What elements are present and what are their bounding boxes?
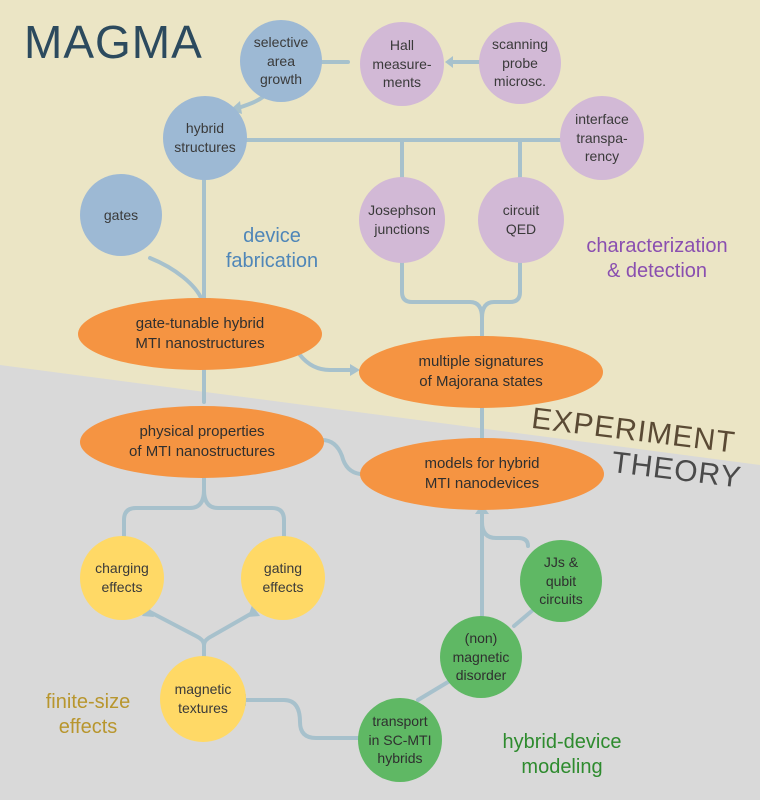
models-hybrid-node: models for hybrid MTI nanodevices bbox=[360, 438, 604, 510]
arrowhead-hall bbox=[445, 56, 453, 68]
arrow-fabrication-to-signatures bbox=[298, 353, 354, 372]
circuit-qed-node: circuit QED bbox=[478, 177, 564, 263]
scanning-probe-node: scanning probe microsc. bbox=[479, 22, 561, 104]
arrow-charging-to-properties bbox=[122, 468, 206, 540]
hybrid-structures-node: hybrid structures bbox=[163, 96, 247, 180]
arrow-jjs-to-models bbox=[480, 520, 530, 548]
multiple-signatures-node: multiple signatures of Majorana states bbox=[359, 336, 603, 408]
magnetic-disorder-node: (non) magnetic disorder bbox=[440, 616, 522, 698]
finite-size-label: finite-size effects bbox=[45, 691, 131, 738]
hybrid-modeling-label: hybrid-device modeling bbox=[502, 731, 622, 778]
arrow-gates-to-fabrication bbox=[148, 256, 204, 302]
arrow-textures-to-gating bbox=[202, 610, 256, 647]
josephson-junctions-node: Josephson junctions bbox=[359, 177, 445, 263]
jjs-qubit-circuits-node: JJs & qubit circuits bbox=[520, 540, 602, 622]
charging-effects-node: charging effects bbox=[80, 536, 164, 620]
link-properties-to-models bbox=[320, 438, 362, 476]
selective-area-growth-node: selective area growth bbox=[240, 20, 322, 102]
physical-properties-node: physical properties of MTI nanostructure… bbox=[80, 406, 324, 478]
gates-node: gates bbox=[80, 174, 162, 256]
arrowhead-gating bbox=[248, 605, 260, 617]
interface-transparency-node: interface transpa- rency bbox=[560, 96, 644, 180]
arrowhead-signatures-left bbox=[350, 364, 360, 376]
arrow-textures-to-charging bbox=[148, 610, 206, 660]
characterization-label: characterization & detection bbox=[586, 235, 728, 282]
gating-effects-node: gating effects bbox=[241, 536, 325, 620]
arrow-transport-to-textures bbox=[242, 698, 364, 740]
magnetic-textures-node: magnetic textures bbox=[160, 656, 246, 742]
diagram-title: MAGMA bbox=[24, 16, 203, 68]
hall-measurements-node: Hall measure- ments bbox=[360, 22, 444, 106]
arrow-qed-to-signatures bbox=[480, 260, 522, 320]
gate-tunable-hybrid-node: gate-tunable hybrid MTI nanostructures bbox=[78, 298, 322, 370]
device-fabrication-label: device fabrication bbox=[225, 225, 319, 272]
transport-sc-mti-node: transport in SC-MTI hybrids bbox=[358, 698, 442, 782]
arrowhead-charging bbox=[142, 605, 154, 617]
arrow-gating-to-properties bbox=[202, 488, 286, 540]
